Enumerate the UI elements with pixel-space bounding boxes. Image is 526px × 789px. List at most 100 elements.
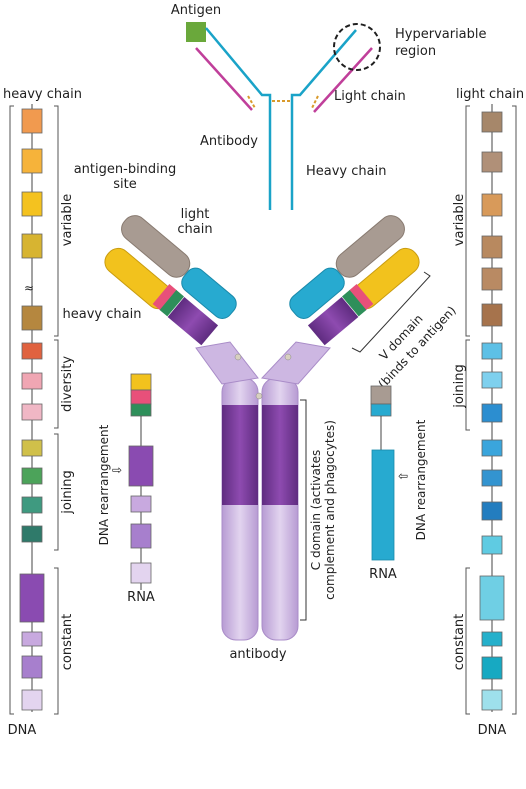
heavy-chain-line-right xyxy=(290,29,357,210)
left-arm xyxy=(104,215,237,346)
c-domain-label: C domain (activates xyxy=(309,450,323,570)
disulfide-bond xyxy=(247,95,256,109)
antigen-label: Antigen xyxy=(171,3,221,18)
gene-segment xyxy=(481,303,503,327)
right-bracket-variable: variable xyxy=(452,194,467,246)
heavy-rearrangement-arrow: ⇨ xyxy=(112,463,122,477)
gene-segment xyxy=(21,496,43,514)
gene-segment xyxy=(481,235,503,259)
right-bracket-joining: joining xyxy=(452,364,467,409)
antibody-caption: antibody xyxy=(229,647,286,662)
heavy-rearrangement-label: DNA rearrangement xyxy=(97,424,111,545)
gene-segment xyxy=(481,656,503,680)
top-antibody-sketch: Antigen Hypervariable region Light chain… xyxy=(171,3,487,210)
gene-segment xyxy=(21,233,43,259)
hypervariable-label: Hypervariable xyxy=(395,27,487,42)
antigen-square xyxy=(186,22,206,42)
disulfide-bond xyxy=(311,95,319,109)
heavy-chain-callout: heavy chain xyxy=(63,307,142,322)
gene-segment xyxy=(21,108,43,134)
heavy-rearrangement: ⇨ DNA rearrangement RNA xyxy=(97,373,155,605)
gene-segment xyxy=(481,501,503,521)
left-bracket-constant: constant xyxy=(60,614,75,671)
gene-segment xyxy=(21,191,43,217)
bracket xyxy=(54,567,59,715)
hypervariable-circle xyxy=(333,23,381,71)
right-panel-footer: DNA xyxy=(478,723,507,738)
right-arm xyxy=(289,215,420,346)
heavy-constant xyxy=(307,297,359,346)
gene-segment xyxy=(481,371,503,389)
c-domain-bracket xyxy=(300,399,307,621)
hypervariable-label-2: region xyxy=(395,44,436,59)
light-constant xyxy=(289,267,345,319)
bracket xyxy=(54,433,59,551)
right-dna-panel: light chain variable joining constant DN… xyxy=(452,87,524,738)
antigen-binding-label-2: site xyxy=(113,177,136,192)
gene-segment xyxy=(481,535,503,555)
light-chain-line-left xyxy=(195,47,253,111)
bracket xyxy=(465,339,470,431)
heavy-diversity xyxy=(152,284,178,311)
gene-segment xyxy=(481,631,503,647)
left-bracket-variable: variable xyxy=(60,194,75,246)
bracket xyxy=(465,567,470,715)
light-rearrangement-arrow: ⇦ xyxy=(398,469,408,483)
bracket xyxy=(512,105,517,715)
gene-segment xyxy=(481,689,503,711)
bracket xyxy=(54,105,59,337)
gene-segment xyxy=(21,631,43,647)
light-chain-line-right xyxy=(313,47,373,113)
gene-segment xyxy=(21,439,43,457)
right-panel-header: light chain xyxy=(456,87,524,102)
gene-segment xyxy=(481,403,503,423)
bracket xyxy=(9,105,14,715)
bracket xyxy=(54,339,59,429)
gene-segment xyxy=(481,439,503,457)
svg-text:≈: ≈ xyxy=(24,281,34,295)
gene-segment xyxy=(481,193,503,217)
gene-segment xyxy=(481,267,503,291)
gene-segment xyxy=(479,575,505,621)
heavy-chain-label: Heavy chain xyxy=(306,164,386,179)
gene-segment xyxy=(481,111,503,133)
heavy-chain-line xyxy=(205,27,272,210)
gene-segment xyxy=(481,342,503,360)
left-panel-header: heavy chain xyxy=(3,87,82,102)
left-panel-footer: DNA xyxy=(8,723,37,738)
c-domain-label-2: complement and phagocytes) xyxy=(323,420,337,600)
heavy-joining xyxy=(159,290,185,317)
gene-segment xyxy=(21,467,43,485)
gene-segment xyxy=(481,151,503,173)
heavy-rna-label: RNA xyxy=(127,590,155,605)
gene-segment xyxy=(481,469,503,487)
gene-segment xyxy=(21,655,43,679)
antigen-binding-label: antigen-binding xyxy=(74,162,177,177)
left-bracket-joining: joining xyxy=(60,470,75,515)
gene-segment xyxy=(21,525,43,543)
light-chain-callout-2: chain xyxy=(177,222,212,237)
hinge-right xyxy=(260,341,331,385)
stem-dark-band xyxy=(262,405,298,505)
light-chain-label: Light chain xyxy=(334,89,406,104)
heavy-constant xyxy=(167,297,219,346)
main-antibody: antigen-binding site light chain heavy c… xyxy=(63,162,459,662)
v-domain-bracket xyxy=(351,271,431,353)
light-variable xyxy=(335,215,405,278)
light-chain-callout: light xyxy=(181,207,210,222)
left-dna-panel: heavy chain ≈ variable diversity joining… xyxy=(3,87,82,738)
gene-segment xyxy=(19,573,45,623)
gene-segment xyxy=(21,403,43,421)
stem-dark-band xyxy=(222,405,258,505)
gene-segment xyxy=(21,342,43,360)
gene-segment xyxy=(21,372,43,390)
heavy-joining xyxy=(341,290,367,317)
light-constant xyxy=(181,267,237,319)
heavy-diversity xyxy=(348,284,374,311)
bracket xyxy=(465,105,470,337)
gene-segment xyxy=(21,148,43,174)
gene-segment xyxy=(21,689,43,711)
left-bracket-diversity: diversity xyxy=(60,356,75,412)
